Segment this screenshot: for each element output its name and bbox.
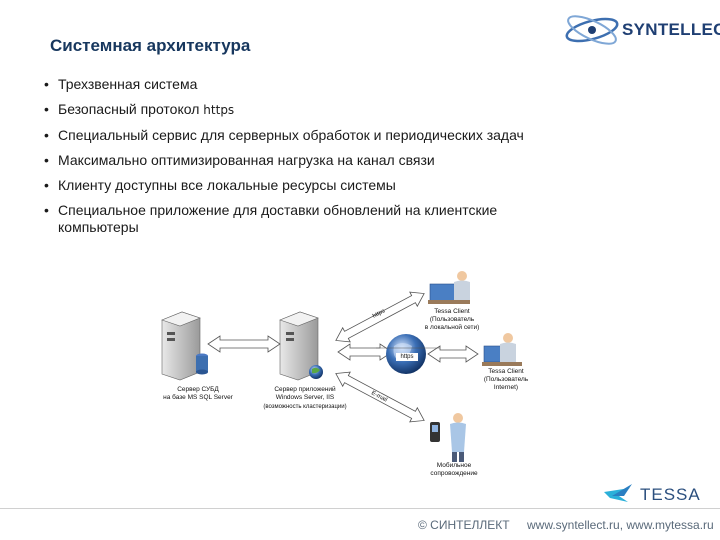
client-internet-label: Tessa Client (Пользователь Internet) [483,368,529,391]
app-server-label: Сервер приложений Windows Server, IIS [274,386,336,401]
client-internet-user-icon [482,333,522,366]
mobile-user-icon [430,413,466,462]
https-top-arrow [335,291,425,343]
https-mid-label: https [396,353,418,361]
app-server-icon [279,311,323,381]
bullet-item: Специальный сервис для серверных обработ… [44,127,524,144]
slide-title: Системная архитектура [50,36,251,55]
mobile-label: Мобильное сопровождение [430,462,478,477]
bullet-item: Специальное приложение для доставки обно… [44,202,524,236]
internet-client-arrow [427,345,479,363]
footer-urls: www.syntellect.ru, www.mytessa.ru [527,518,714,532]
email-arrow [335,371,425,423]
tessa-brand-text: TESSA [640,485,701,504]
db-app-arrow [207,335,281,353]
tessa-logo-icon [604,484,632,502]
db-server-icon [161,311,208,381]
app-server-sublabel: (возможность кластеризации) [263,404,347,410]
bullet-item: Трехзвенная система [44,76,524,93]
db-server-label: Сервер СУБД на базе MS SQL Server [163,386,233,401]
syntellect-brand-text: SYNTELLECT [622,20,720,39]
https-mid-arrow [337,343,393,361]
architecture-diagram: Сервер СУБД на базе MS SQL Server Сервер… [140,262,540,492]
bullet-item: Безопасный протокол https [44,101,524,119]
footer-divider [0,508,720,509]
client-local-label: Tessa Client (Пользователь в локальной с… [424,308,480,331]
bullet-list: Трехзвенная система Безопасный протокол … [44,76,524,244]
syntellect-logo-icon [565,15,619,45]
footer-copyright: © СИНТЕЛЛЕКТ [418,518,510,532]
architecture-diagram-graphic [161,271,522,462]
client-local-user-icon [428,271,470,304]
bullet-item: Клиенту доступны все локальные ресурсы с… [44,177,524,194]
bullet-item: Максимально оптимизированная нагрузка на… [44,152,524,169]
